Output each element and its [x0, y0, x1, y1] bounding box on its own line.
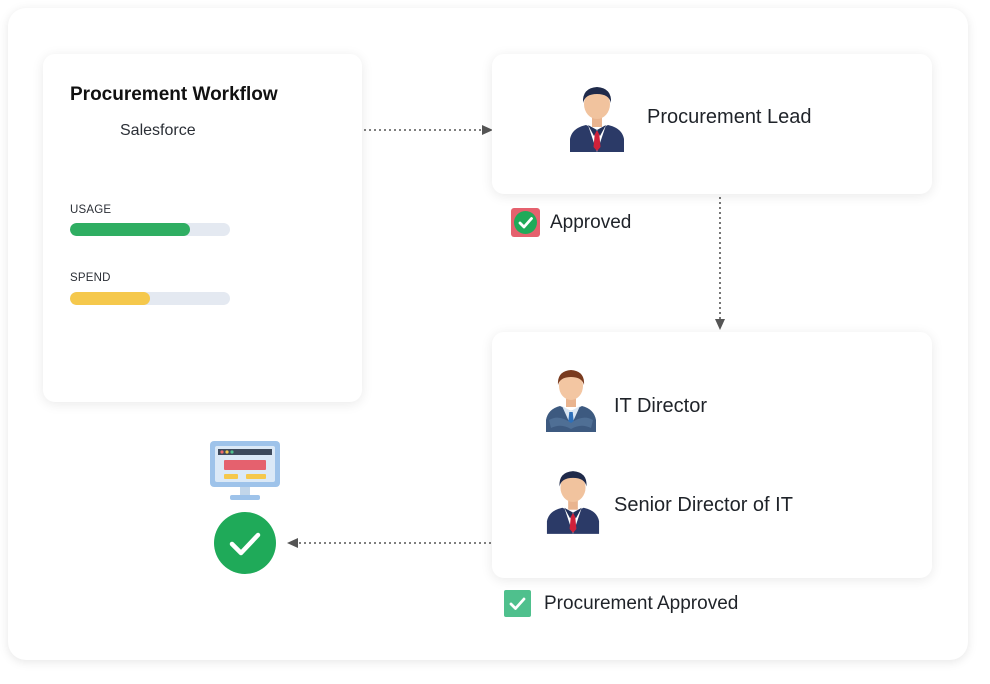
check-square-icon: [504, 590, 531, 617]
approved-check-icon: [511, 208, 540, 237]
senior-director-name: Senior Director of IT: [614, 494, 793, 516]
arrowhead-directors: [715, 319, 725, 330]
directors-card: IT Director Senior Director of IT: [492, 332, 932, 578]
arrowhead-complete: [287, 538, 298, 548]
usage-label: USAGE: [70, 204, 112, 216]
lead-approval-status: Approved: [550, 212, 632, 233]
arrowhead-lead: [482, 125, 493, 135]
procurement-lead-card: Procurement Lead: [492, 54, 932, 194]
spend-bar-fill: [70, 292, 150, 305]
person-icon: [546, 471, 600, 534]
procurement-lead-name: Procurement Lead: [647, 106, 812, 128]
check-circle-icon: [214, 512, 276, 574]
workflow-title: Procurement Workflow: [70, 84, 278, 105]
spend-bar: [70, 292, 230, 305]
workflow-app-name: Salesforce: [120, 122, 196, 139]
it-director-name: IT Director: [614, 395, 707, 417]
usage-bar: [70, 223, 230, 236]
person-icon: [570, 87, 624, 152]
usage-bar-fill: [70, 223, 190, 236]
person-icon: [546, 370, 596, 432]
monitor-icon: [210, 441, 280, 500]
workflow-card: Procurement Workflow Salesforce USAGE SP…: [43, 54, 362, 402]
procurement-approval-status: Procurement Approved: [544, 593, 739, 614]
spend-label: SPEND: [70, 272, 111, 284]
